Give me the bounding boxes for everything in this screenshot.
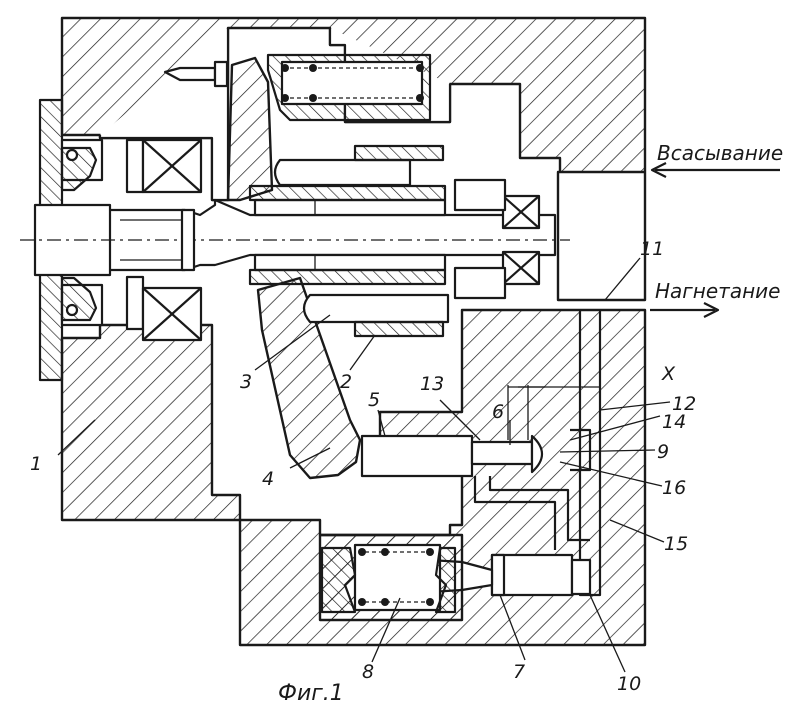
discharge-label: Нагнетание — [655, 279, 780, 303]
callout-8: 8 — [362, 661, 374, 683]
callout-9: 9 — [657, 441, 669, 463]
callout-14: 14 — [662, 411, 686, 433]
suction-label: Всасывание — [657, 141, 783, 165]
callout-10: 10 — [617, 673, 641, 695]
drive-shaft — [20, 200, 570, 275]
callout-4: 4 — [262, 468, 274, 490]
callout-16: 16 — [662, 477, 686, 499]
callout-15: 15 — [664, 533, 688, 555]
callout-6: 6 — [492, 401, 504, 423]
callout-2: 2 — [340, 371, 352, 393]
callout-13: 13 — [420, 373, 444, 395]
callout-1: 1 — [30, 453, 42, 475]
callout-7: 7 — [513, 661, 525, 683]
bottom-spring-unit — [320, 535, 462, 620]
callout-5: 5 — [368, 389, 380, 411]
figure-caption: Фиг.1 — [278, 681, 344, 706]
view-marker-x: X — [661, 363, 676, 385]
callout-3: 3 — [240, 371, 252, 393]
callout-11: 11 — [640, 238, 664, 260]
